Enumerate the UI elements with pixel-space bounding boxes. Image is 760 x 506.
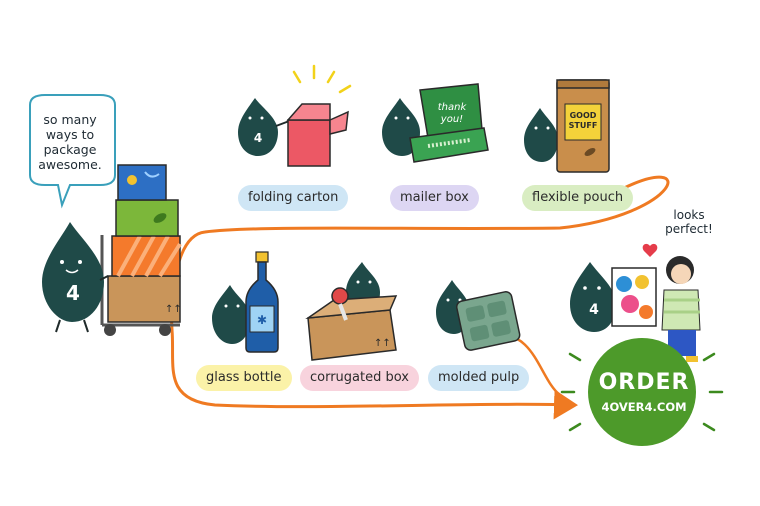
molded-pulp-tray-icon <box>455 291 521 351</box>
poster-artwork <box>611 267 657 327</box>
mailer-box-icon <box>409 83 489 163</box>
folding-carton-icon <box>286 64 352 167</box>
order-badge <box>560 338 724 446</box>
label-molded-pulp: molded pulp <box>428 365 530 391</box>
box-kraft <box>107 275 181 323</box>
svg-text:✱: ✱ <box>257 313 267 327</box>
mascot-bottle <box>212 285 250 344</box>
mascot-right: 4 <box>570 262 616 332</box>
flexible-pouch-icon <box>556 79 610 173</box>
svg-text:4: 4 <box>254 131 262 145</box>
speech-bubble <box>29 94 116 209</box>
glass-bottle-icon: ✱ <box>245 251 279 353</box>
label-folding-carton: folding carton <box>238 185 349 211</box>
box-blue-pattern <box>117 164 167 201</box>
speech-bubble-text: so many ways to package awesome. <box>38 112 102 172</box>
customer-note: looks perfect! <box>665 208 713 236</box>
box-green-leaf <box>115 199 179 237</box>
order-title[interactable]: ORDER <box>598 370 690 395</box>
svg-text:↑↑: ↑↑ <box>165 304 182 315</box>
corrugated-box-icon: ↑↑ <box>305 287 398 361</box>
label-glass-bottle: glass bottle <box>196 365 292 391</box>
label-corrugated-box: corrugated box <box>300 365 419 391</box>
svg-text:4: 4 <box>589 302 599 318</box>
flow-path <box>170 175 670 420</box>
mascot-left <box>42 222 109 333</box>
order-url[interactable]: 4OVER4.COM <box>601 400 687 414</box>
mascot-left-number: 4 <box>66 281 80 305</box>
mascot-pouch <box>524 108 558 162</box>
label-flexible-pouch: flexible pouch <box>522 185 634 211</box>
svg-text:↑↑: ↑↑ <box>374 338 391 349</box>
mascot-folding-carton: 4 <box>238 98 293 156</box>
label-mailer-box: mailer box <box>390 185 479 211</box>
